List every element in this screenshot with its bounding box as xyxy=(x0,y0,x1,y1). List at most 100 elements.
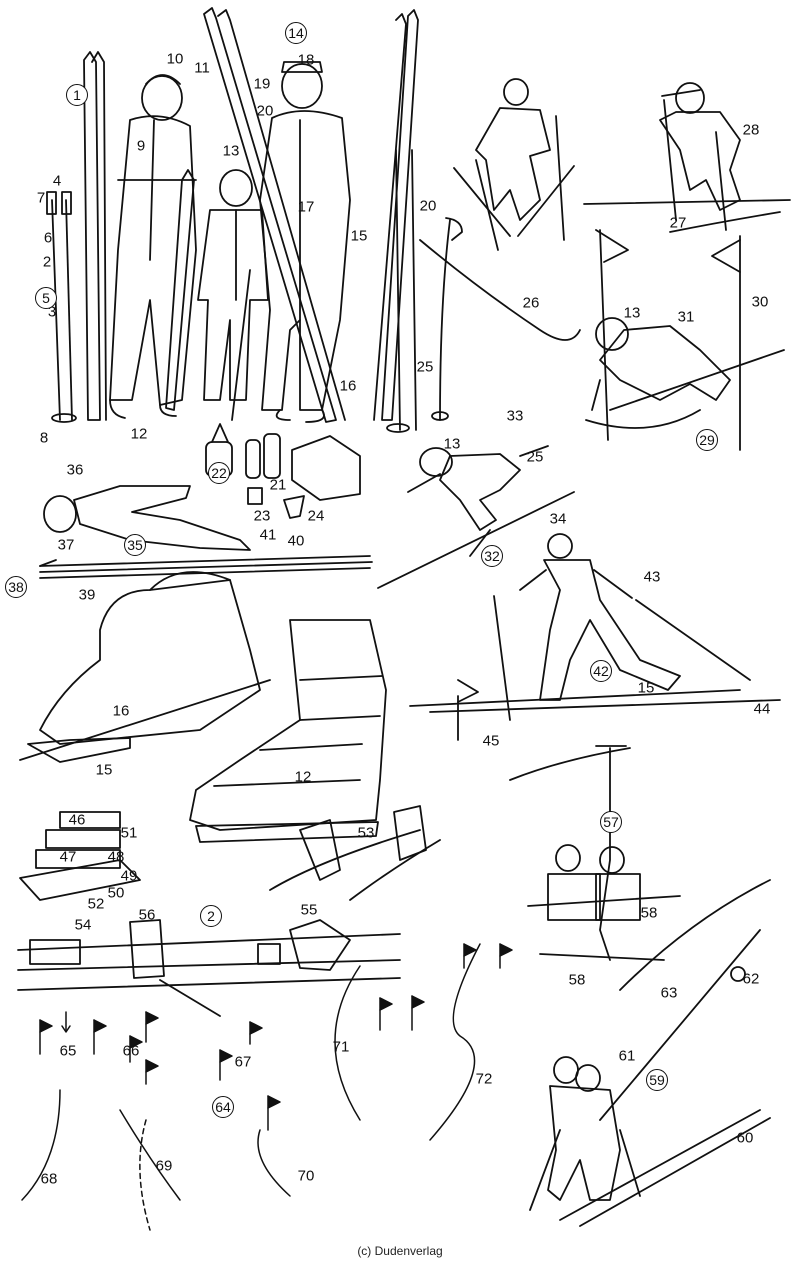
label-46: 46 xyxy=(68,811,86,829)
label-26: 26 xyxy=(522,294,540,312)
label-2: 2 xyxy=(42,253,52,271)
alpine-boot-drawing xyxy=(189,619,387,843)
label-20: 20 xyxy=(256,102,274,120)
label-61: 61 xyxy=(618,1047,636,1065)
label-10: 10 xyxy=(166,50,184,68)
label-19: 19 xyxy=(253,75,271,93)
label-53: 53 xyxy=(357,824,375,842)
label-34: 34 xyxy=(549,510,567,528)
label-20b: 20 xyxy=(419,197,437,215)
label-27: 27 xyxy=(669,214,687,232)
label-17: 17 xyxy=(297,198,315,216)
safety-binding-drawing xyxy=(17,919,401,1017)
label-14: 14 xyxy=(285,22,307,44)
label-21: 21 xyxy=(269,476,287,494)
chair-lift-drawing xyxy=(509,745,681,961)
label-32: 32 xyxy=(481,545,503,567)
label-31: 31 xyxy=(677,308,695,326)
label-28: 28 xyxy=(742,121,760,139)
label-13: 13 xyxy=(222,142,240,160)
label-58b: 58 xyxy=(568,971,586,989)
cross-country-skier-drawing xyxy=(409,533,781,741)
label-39: 39 xyxy=(78,586,96,604)
label-12: 12 xyxy=(130,425,148,443)
label-12b: 12 xyxy=(294,768,312,786)
label-58: 58 xyxy=(640,904,658,922)
ski-stop-pads-drawing xyxy=(19,811,141,901)
cross-country-boot-drawing xyxy=(19,571,271,763)
label-5: 5 xyxy=(35,287,57,309)
label-41: 41 xyxy=(259,526,277,544)
slalom-skier-29-drawing xyxy=(585,229,785,451)
toe-clip-bindings-drawing xyxy=(269,805,441,901)
label-36: 36 xyxy=(66,461,84,479)
label-35: 35 xyxy=(124,534,146,556)
label-13b: 13 xyxy=(443,435,461,453)
label-52: 52 xyxy=(87,895,105,913)
label-55: 55 xyxy=(300,901,318,919)
label-68: 68 xyxy=(40,1170,58,1188)
label-6: 6 xyxy=(43,229,53,247)
label-48: 48 xyxy=(107,848,125,866)
label-16: 16 xyxy=(339,377,357,395)
label-43: 43 xyxy=(643,568,661,586)
gate-diagrams-drawing xyxy=(21,943,513,1231)
label-15: 15 xyxy=(350,227,368,245)
label-13c: 13 xyxy=(623,304,641,322)
label-63: 63 xyxy=(660,984,678,1002)
label-72: 72 xyxy=(475,1070,493,1088)
label-38: 38 xyxy=(5,576,27,598)
label-33: 33 xyxy=(506,407,524,425)
label-24: 24 xyxy=(307,507,325,525)
label-18: 18 xyxy=(297,51,315,69)
label-2b: 2 xyxy=(200,905,222,927)
label-16b: 16 xyxy=(112,702,130,720)
skier-27-drawing xyxy=(583,82,791,233)
family-group-drawing xyxy=(46,7,419,519)
label-3: 3 xyxy=(47,303,57,321)
label-66: 66 xyxy=(122,1042,140,1060)
label-15c: 15 xyxy=(95,761,113,779)
label-64: 64 xyxy=(212,1096,234,1118)
label-69: 69 xyxy=(155,1157,173,1175)
label-4: 4 xyxy=(52,172,62,190)
label-40: 40 xyxy=(287,532,305,550)
copyright-credit: (c) Dudenverlag xyxy=(357,1244,443,1258)
label-15b: 15 xyxy=(637,679,655,697)
downhill-racer-32-drawing xyxy=(377,445,575,589)
label-25: 25 xyxy=(416,358,434,376)
label-54: 54 xyxy=(74,916,92,934)
label-65: 65 xyxy=(59,1042,77,1060)
label-9: 9 xyxy=(136,137,146,155)
speed-ski-pole-25-drawing xyxy=(431,217,463,421)
label-8: 8 xyxy=(39,429,49,447)
label-23: 23 xyxy=(253,507,271,525)
label-25b: 25 xyxy=(526,448,544,466)
t-bar-lift-drawing xyxy=(529,879,771,1227)
label-11: 11 xyxy=(194,59,210,77)
label-57: 57 xyxy=(600,811,622,833)
label-60: 60 xyxy=(736,1129,754,1147)
label-45: 45 xyxy=(482,732,500,750)
label-30: 30 xyxy=(751,293,769,311)
label-44: 44 xyxy=(753,700,771,718)
label-29: 29 xyxy=(696,429,718,451)
label-62: 62 xyxy=(742,970,760,988)
label-49: 49 xyxy=(120,867,138,885)
label-1: 1 xyxy=(66,84,88,106)
skier-26-drawing xyxy=(419,78,581,341)
label-37: 37 xyxy=(57,536,75,554)
label-47: 47 xyxy=(59,848,77,866)
label-67: 67 xyxy=(234,1053,252,1071)
label-56: 56 xyxy=(138,906,156,924)
label-22: 22 xyxy=(208,462,230,484)
label-59: 59 xyxy=(646,1069,668,1091)
label-50: 50 xyxy=(107,884,125,902)
label-71: 71 xyxy=(332,1038,350,1056)
label-42: 42 xyxy=(590,660,612,682)
label-7: 7 xyxy=(36,189,46,207)
label-51: 51 xyxy=(120,824,138,842)
label-70: 70 xyxy=(297,1167,315,1185)
